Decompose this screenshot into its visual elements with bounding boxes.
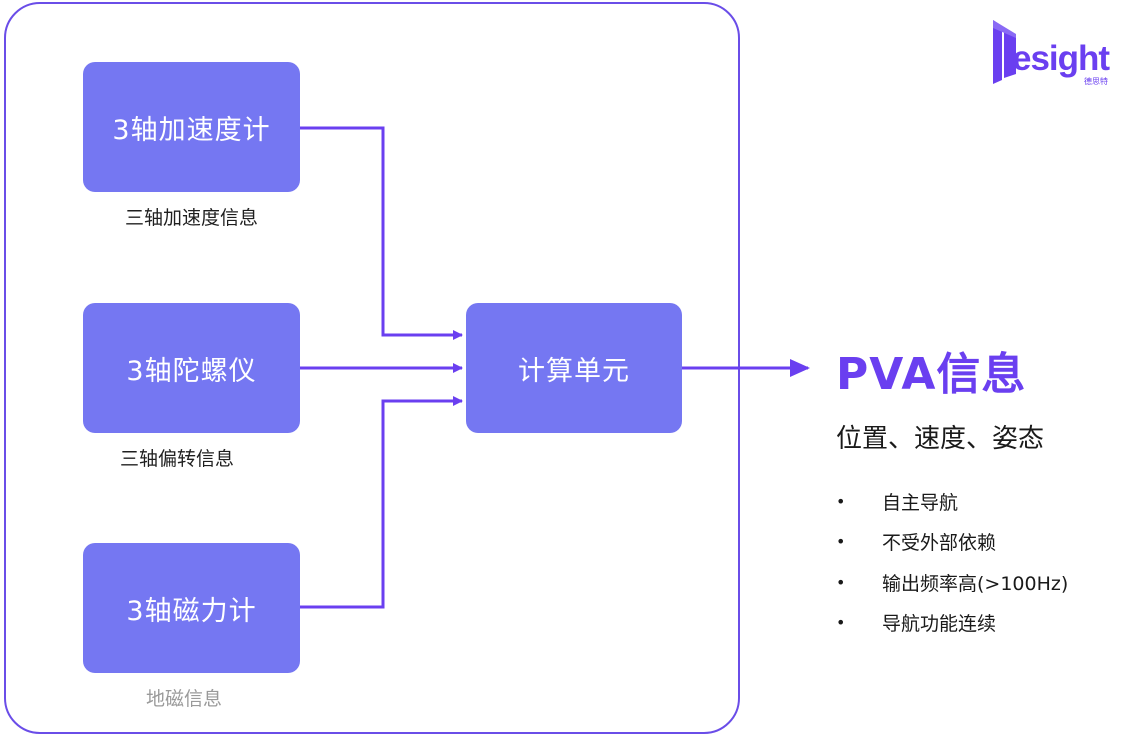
magnetometer-box: 3轴磁力计 <box>83 543 300 673</box>
acc-to-cpu-arrow <box>300 126 463 340</box>
logo-text: esight <box>1012 39 1110 78</box>
logo-mark-icon <box>993 20 1016 84</box>
feature-label: 导航功能连续 <box>882 613 997 636</box>
accelerometer-label: 3轴加速度计 <box>112 114 271 146</box>
compute-unit-box: 计算单元 <box>466 303 682 433</box>
output-subtitle: 位置、速度、姿态 <box>836 424 1045 454</box>
logo-subtext: 德思特 <box>1084 77 1108 86</box>
feature-label: 不受外部依赖 <box>882 532 997 555</box>
feature-label: 输出频率高(>100Hz) <box>882 572 1069 595</box>
list-item: • 导航功能连续 <box>836 603 1068 644</box>
mag-to-cpu-arrow <box>300 396 463 609</box>
list-item: • 不受外部依赖 <box>836 522 1068 563</box>
magnetometer-caption: 地磁信息 <box>146 688 223 710</box>
bullet-icon: • <box>836 613 846 633</box>
accelerometer-box: 3轴加速度计 <box>83 62 300 192</box>
accelerometer-caption: 三轴加速度信息 <box>125 207 259 229</box>
gyroscope-label: 3轴陀螺仪 <box>126 355 257 387</box>
bullet-icon: • <box>836 572 846 592</box>
magnetometer-label: 3轴磁力计 <box>126 595 257 627</box>
bullet-icon: • <box>836 532 846 552</box>
list-item: • 自主导航 <box>836 481 1068 522</box>
gyroscope-caption: 三轴偏转信息 <box>120 448 235 470</box>
feature-label: 自主导航 <box>882 491 959 514</box>
gyroscope-box: 3轴陀螺仪 <box>83 303 300 433</box>
compute-unit-label: 计算单元 <box>518 355 630 387</box>
feature-list: • 自主导航 • 不受外部依赖 • 输出频率高(>100Hz) • 导航功能连续 <box>836 481 1068 643</box>
brand-logo: esight 德思特 <box>990 16 1120 88</box>
bullet-icon: • <box>836 491 846 511</box>
output-title: PVA信息 <box>836 349 1027 400</box>
list-item: • 输出频率高(>100Hz) <box>836 562 1068 603</box>
